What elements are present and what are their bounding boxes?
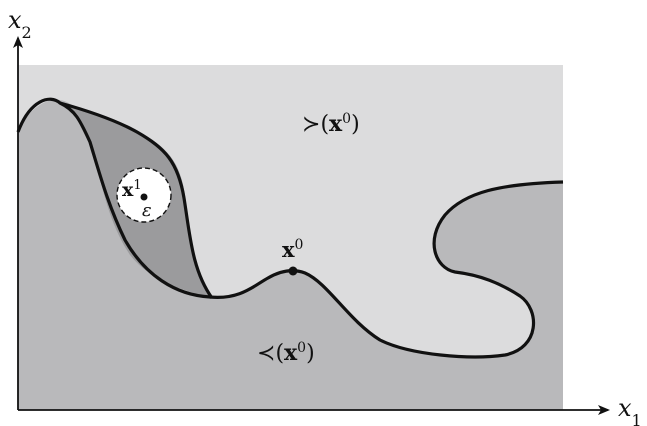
point-x1-label: x1 <box>122 178 142 202</box>
point-x0-label: x0 <box>282 237 303 262</box>
inner-curve <box>59 101 214 299</box>
lower-region-label: ≺(x0) <box>257 340 315 366</box>
y-axis-label: x2 <box>8 6 32 42</box>
upper-region-label: ≻(x0) <box>302 111 360 137</box>
point-x1-dot <box>140 193 148 201</box>
point-x0-dot <box>288 266 298 276</box>
indifference-curve <box>16 97 564 359</box>
epsilon-label: ε <box>142 200 152 221</box>
x-axis-label: x1 <box>618 394 642 426</box>
lower-region <box>18 99 563 411</box>
